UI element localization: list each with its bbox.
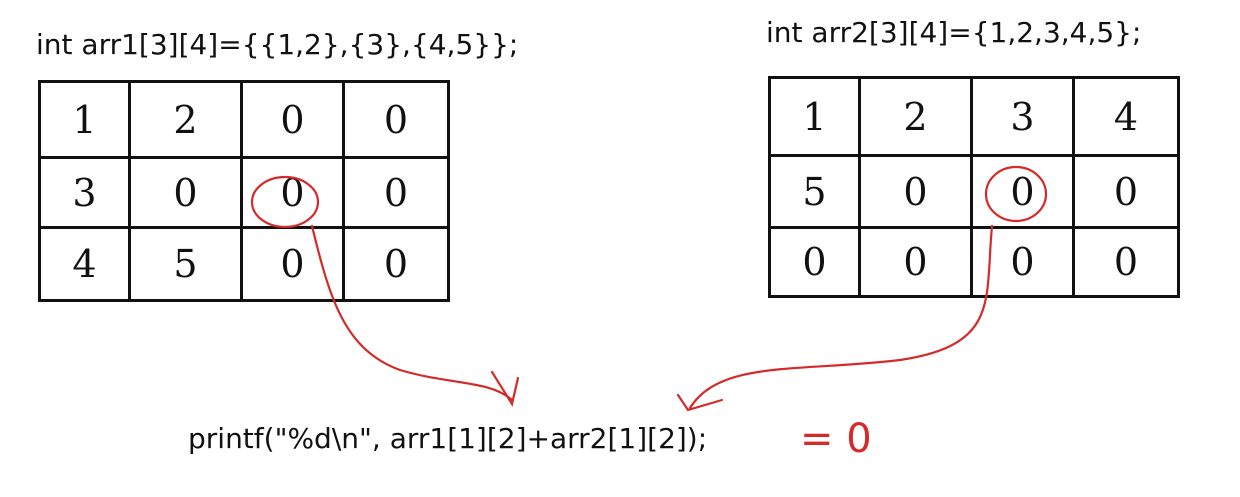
arr1-cell-1-0: 3	[41, 159, 131, 229]
printf-statement: printf("%d\n", arr1[1][2]+arr2[1][2]);	[188, 422, 708, 455]
arr2-cell-1-1: 0	[861, 157, 973, 229]
highlight-circle-arr2	[984, 165, 1048, 223]
arr1-cell-2-2: 0	[243, 229, 345, 299]
arr1-declaration: int arr1[3][4]={{1,2},{3},{4,5}};	[36, 28, 519, 61]
arr1-cell-0-2: 0	[243, 83, 345, 159]
arrow-arr2-to-printf	[688, 224, 994, 410]
highlight-circle-arr1	[250, 175, 320, 229]
arr2-cell-2-1: 0	[861, 229, 973, 295]
arr2-cell-2-0: 0	[771, 229, 861, 295]
arr2-cell-1-0: 5	[771, 157, 861, 229]
arr1-cell-2-3: 0	[383, 242, 409, 286]
arr2-cell-0-2: 3	[973, 79, 1075, 157]
arrowhead-arr1	[490, 370, 520, 407]
arr2-cell-0-1: 2	[861, 79, 973, 157]
arr1-cell-1-3: 0	[345, 159, 447, 229]
arr1-cell-2-1: 5	[131, 229, 243, 299]
arr2-cell-1-3: 0	[1075, 157, 1177, 229]
arr1-cell-1-1: 0	[131, 159, 243, 229]
arr2-cell-1-2: 0	[973, 157, 1075, 229]
arr2-cell-2-3: 0	[1113, 240, 1139, 284]
arrow-arr1-to-printf	[310, 224, 514, 402]
arr1-cell-0-3: 0	[345, 83, 447, 159]
arr1-cell-0-1: 2	[131, 83, 243, 159]
arr2-declaration: int arr2[3][4]={1,2,3,4,5};	[766, 16, 1142, 49]
arrowhead-arr2	[676, 393, 724, 412]
arr1-cell-0-0: 1	[41, 83, 131, 159]
arr2-cell-0-0: 1	[771, 79, 861, 157]
result-annotation: = 0	[800, 416, 872, 462]
arr2-cell-0-3: 4	[1075, 79, 1177, 157]
arr1-cell-2-0: 4	[41, 229, 131, 299]
arr2-cell-2-2: 0	[973, 229, 1075, 295]
